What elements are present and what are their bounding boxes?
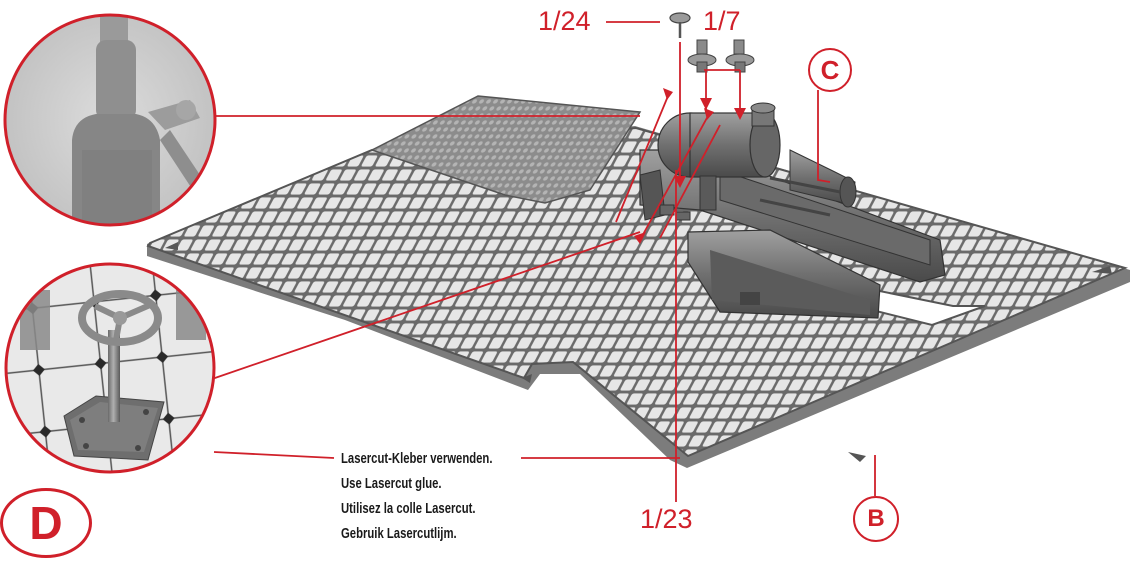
part-label-1-23: 1/23 [640,504,693,534]
glue-instruction: Lasercut-Kleber verwenden. Use Lasercut … [341,447,492,547]
zoom-detail-bottom [4,262,216,474]
part-label-1-24: 1/24 [538,6,591,36]
part-1-24-handwheel [669,12,691,38]
steam-engine-model [639,102,946,319]
leader-lines [211,21,876,502]
step-marker-d: D [0,488,92,558]
instruction-en: Use Lasercut glue. [341,476,442,492]
part-1-7-bolts [687,39,755,73]
instruction-de: Lasercut-Kleber verwenden. [341,451,493,467]
section-marker-c: C [808,48,852,92]
part-label-1-7: 1/7 [703,6,741,36]
base-plate [146,95,1130,468]
section-marker-b: B [853,496,899,542]
instruction-nl: Gebruik Lasercutlijm. [341,526,457,542]
zoom-detail-top [3,13,217,227]
instruction-fr: Utilisez la colle Lasercut. [341,501,476,517]
arrow-heads [634,88,746,244]
